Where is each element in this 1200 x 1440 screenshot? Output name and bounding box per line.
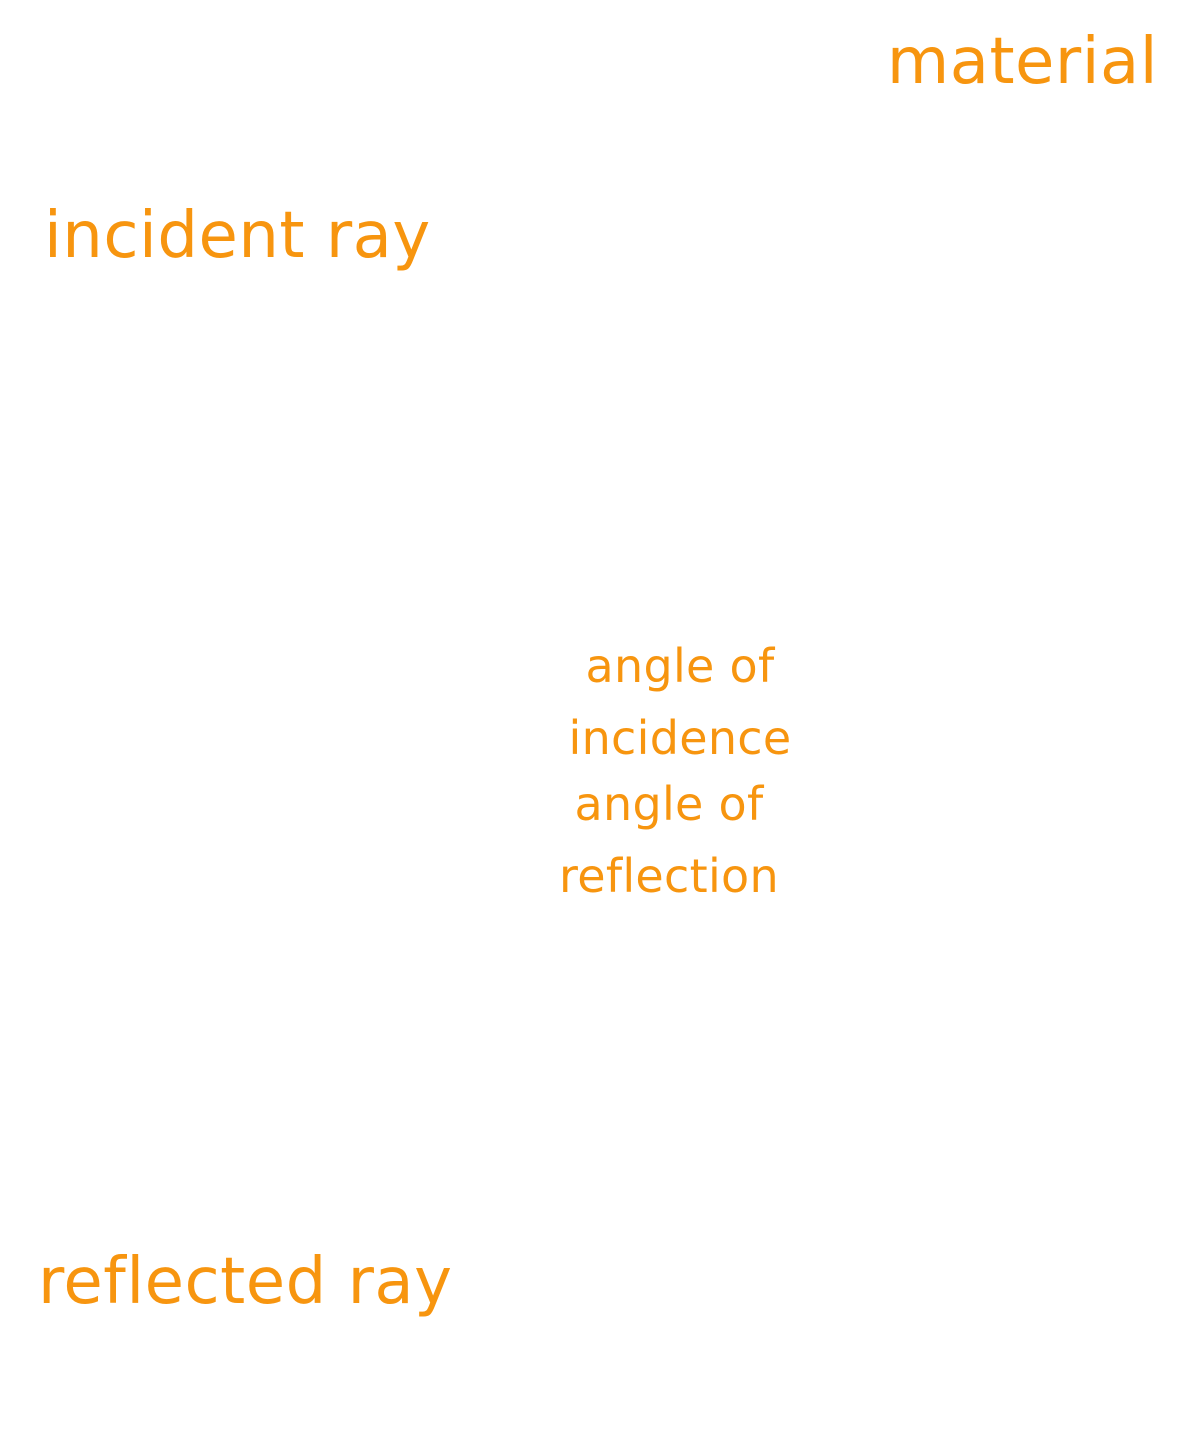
- angle-of-reflection-line-1: angle of: [574, 777, 764, 831]
- incident-ray-label: incident ray: [44, 199, 431, 273]
- angle-of-reflection-label: angle of reflection: [556, 768, 782, 912]
- material-label: material: [886, 25, 1158, 99]
- angle-of-incidence-label: angle of incidence: [562, 630, 798, 774]
- angle-of-reflection-line-2: reflection: [559, 849, 779, 903]
- angle-of-incidence-line-1: angle of: [585, 639, 775, 693]
- angle-of-incidence-line-2: incidence: [568, 711, 792, 765]
- reflected-ray-label: reflected ray: [38, 1245, 453, 1319]
